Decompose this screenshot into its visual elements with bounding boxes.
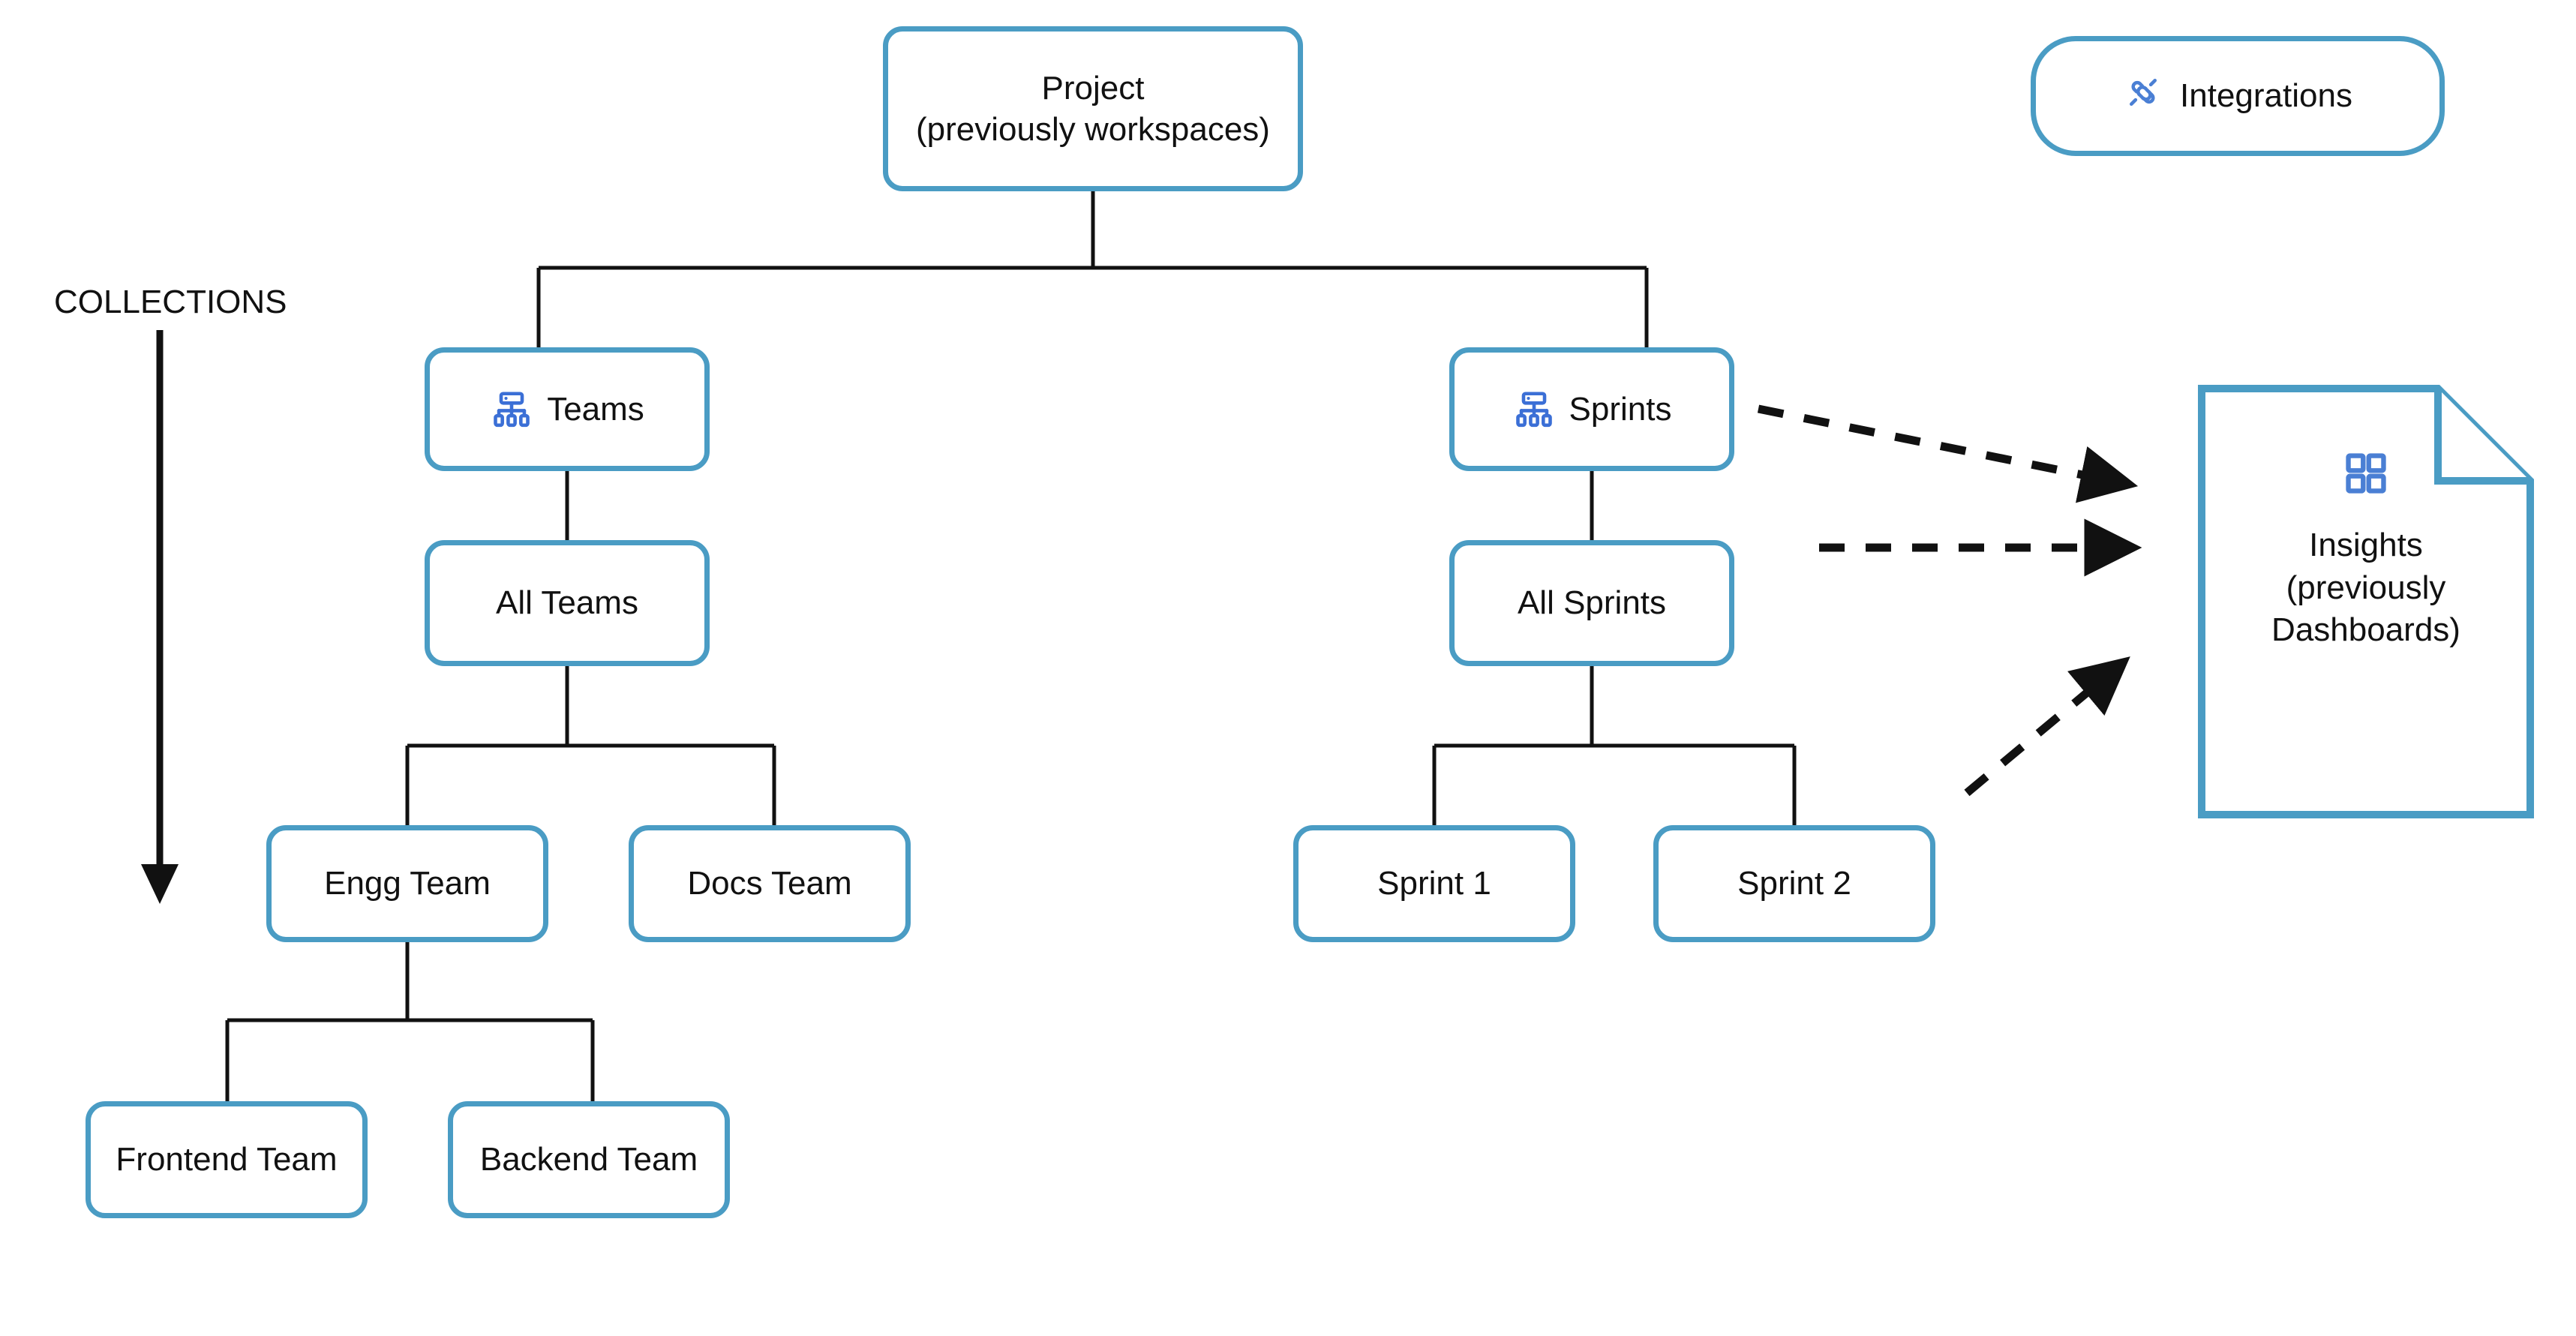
node-all-teams[interactable]: All Teams bbox=[425, 540, 710, 666]
node-sprints-label: Sprints bbox=[1569, 390, 1672, 428]
node-all-teams-label: All Teams bbox=[496, 584, 638, 622]
document-shape bbox=[2198, 385, 2534, 818]
node-frontend-team-label: Frontend Team bbox=[116, 1141, 338, 1178]
node-docs-team[interactable]: Docs Team bbox=[629, 825, 911, 942]
hierarchy-icon bbox=[1512, 388, 1556, 431]
integrations-label: Integrations bbox=[2180, 77, 2352, 114]
node-engg-team-label: Engg Team bbox=[324, 865, 491, 902]
node-frontend-team[interactable]: Frontend Team bbox=[86, 1101, 368, 1218]
node-all-sprints-label: All Sprints bbox=[1517, 584, 1667, 622]
collections-down-arrow bbox=[141, 330, 179, 904]
node-sprints[interactable]: Sprints bbox=[1449, 347, 1734, 471]
node-project[interactable]: Project (previously workspaces) bbox=[883, 26, 1303, 191]
node-docs-team-label: Docs Team bbox=[687, 865, 852, 902]
node-sprint-1-label: Sprint 1 bbox=[1377, 865, 1491, 902]
node-insights[interactable]: Insights (previously Dashboards) bbox=[2198, 385, 2534, 818]
collections-label: COLLECTIONS bbox=[54, 284, 287, 320]
dashed-arrow-sprints-to-insights bbox=[1757, 404, 2139, 503]
node-insights-label: Insights (previously Dashboards) bbox=[2271, 527, 2460, 648]
node-backend-team-label: Backend Team bbox=[479, 1141, 698, 1178]
node-sprint-1[interactable]: Sprint 1 bbox=[1293, 825, 1575, 942]
integrations-pill[interactable]: Integrations bbox=[2031, 36, 2445, 156]
node-backend-team[interactable]: Backend Team bbox=[448, 1101, 730, 1218]
plug-connector-icon bbox=[2123, 72, 2163, 121]
grid-dashboard-icon bbox=[2342, 449, 2390, 508]
node-teams-label: Teams bbox=[547, 390, 644, 428]
hierarchy-icon bbox=[490, 388, 533, 431]
node-sprint-2-label: Sprint 2 bbox=[1737, 865, 1851, 902]
node-project-label: Project (previously workspaces) bbox=[916, 69, 1270, 148]
node-teams[interactable]: Teams bbox=[425, 347, 710, 471]
node-all-sprints[interactable]: All Sprints bbox=[1449, 540, 1734, 666]
dashed-arrows bbox=[1757, 404, 2142, 797]
dashed-arrow-lower-to-insights bbox=[1964, 656, 2130, 797]
node-sprint-2[interactable]: Sprint 2 bbox=[1653, 825, 1935, 942]
node-engg-team[interactable]: Engg Team bbox=[266, 825, 548, 942]
